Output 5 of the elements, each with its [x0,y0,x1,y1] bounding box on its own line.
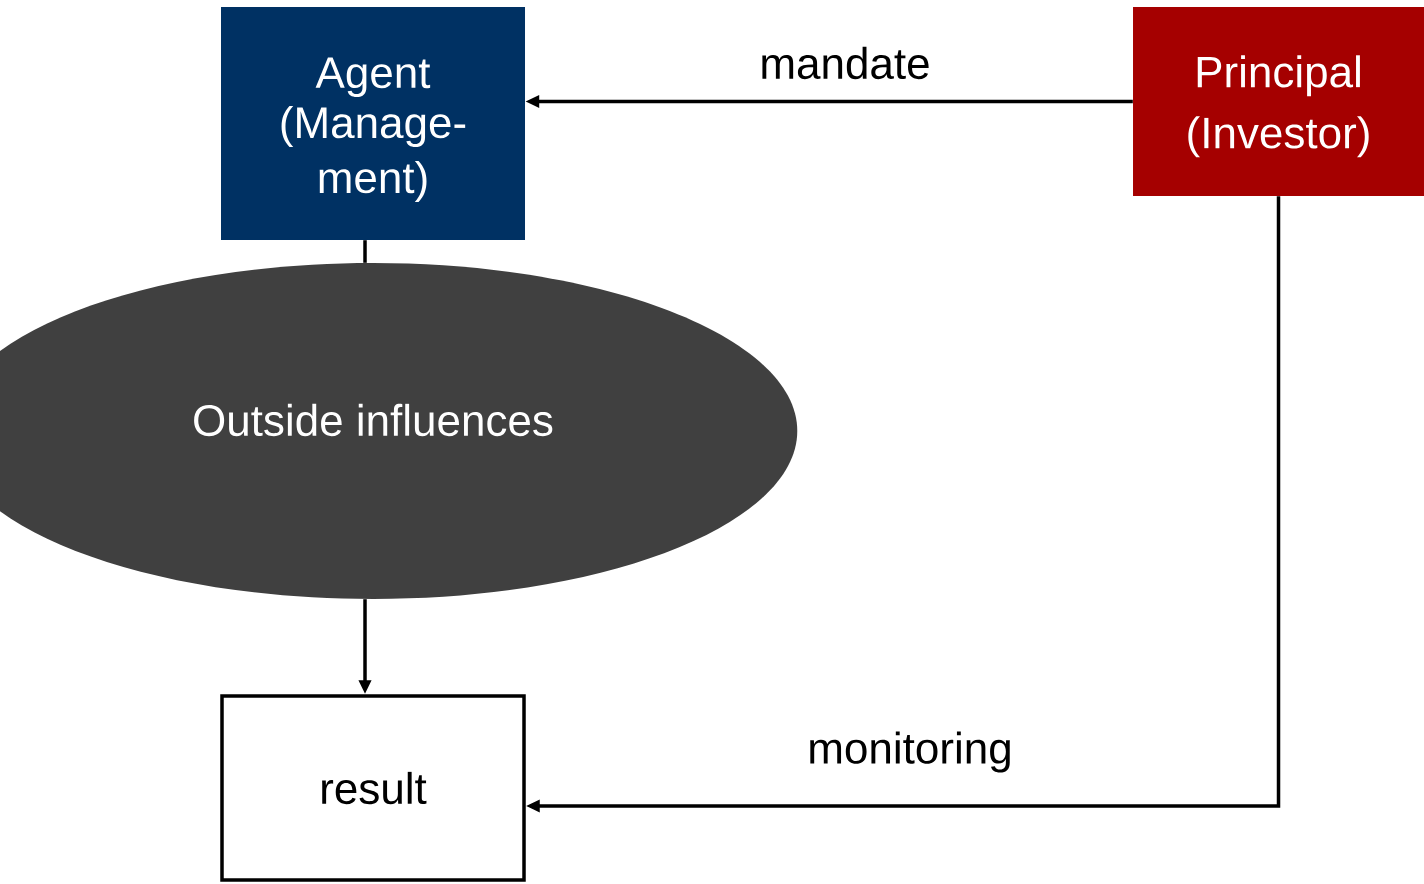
principal-box: Principal (Investor) [1133,7,1424,196]
edge-label: mandate [757,44,933,82]
edge-label: monitoring [805,729,1015,775]
result-box: result [220,694,526,882]
agent-box: Agent (Manage- ment) [221,7,525,240]
